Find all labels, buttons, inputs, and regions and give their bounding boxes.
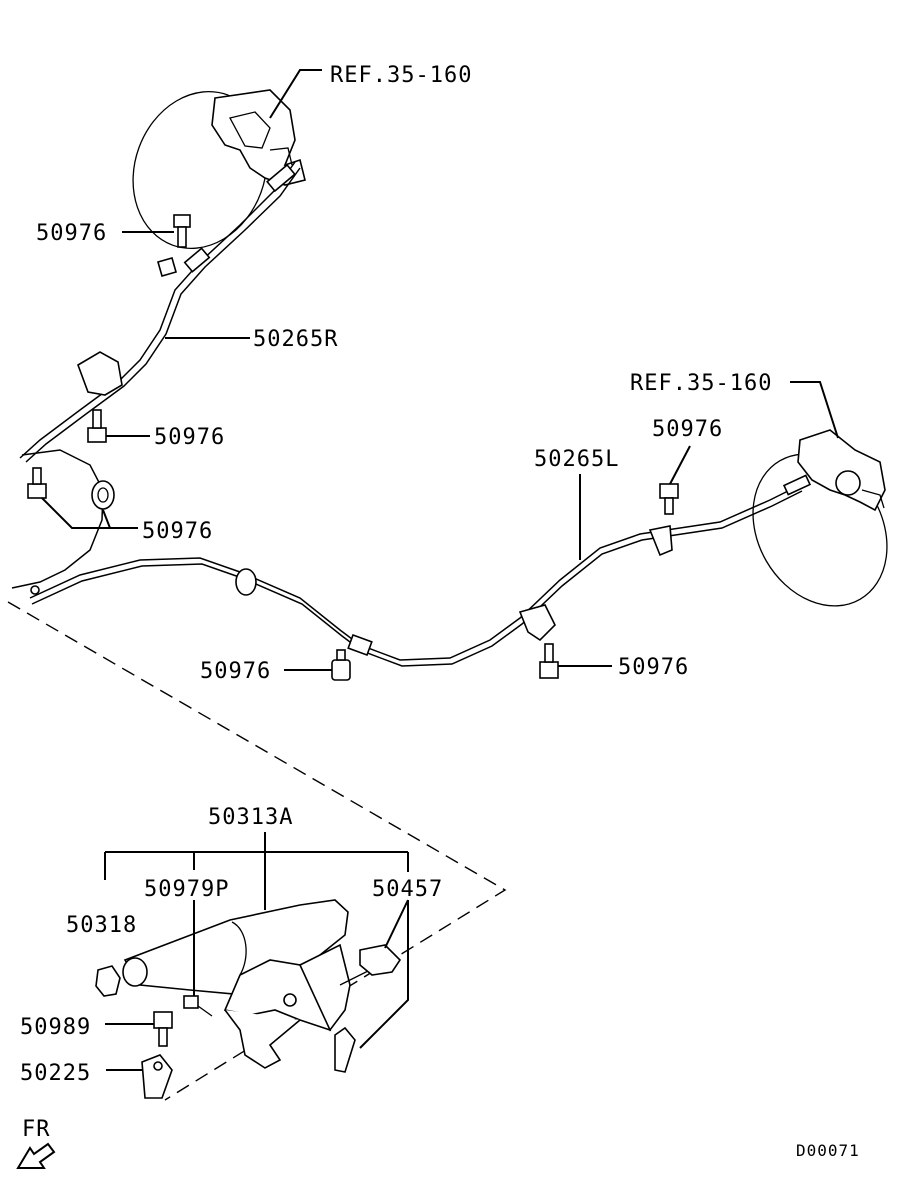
- ref-right-label: REF.35-160: [630, 371, 772, 396]
- bolt-icon: [539, 643, 559, 679]
- bolt-b-label: 50976: [154, 425, 225, 450]
- bolt-a-label: 50976: [36, 221, 107, 246]
- bolt-icon: [153, 1011, 173, 1047]
- cable-right: [11, 161, 301, 595]
- diagram-code: D00071: [796, 1141, 860, 1160]
- bolt-icon: [331, 649, 351, 681]
- rod-label: 50457: [372, 877, 443, 902]
- bolt-f-label: 50976: [618, 655, 689, 680]
- lever-assy-label: 50313A: [208, 805, 293, 830]
- ref-top-leader: [269, 69, 322, 119]
- ref-top-label: REF.35-160: [330, 63, 472, 88]
- grip-label: 50318: [66, 913, 137, 938]
- front-marker-label: FR: [22, 1117, 51, 1142]
- rear-brake-drum-left: [752, 429, 888, 607]
- switch-label: 50979P: [144, 877, 229, 902]
- bolt-icon: [173, 214, 191, 248]
- bolt-lever-label: 50989: [20, 1015, 91, 1040]
- bolt-c-label: 50976: [142, 519, 213, 544]
- bolt-d-label: 50976: [652, 417, 723, 442]
- lever-assy-bracket: [104, 832, 409, 910]
- bolt-icon: [27, 467, 47, 499]
- cable-left-label: 50265L: [534, 447, 619, 472]
- bracket-label: 50225: [20, 1061, 91, 1086]
- front-arrow-icon: [16, 1142, 56, 1169]
- ref-right-leader: [790, 381, 839, 439]
- bolt-icon: [659, 483, 679, 515]
- bolt-e-label: 50976: [200, 659, 271, 684]
- lever-grip-cap: [95, 965, 121, 997]
- cable-left: [29, 474, 812, 667]
- parking-brake-lever: [122, 899, 402, 1073]
- bracket-plate: [141, 1054, 173, 1099]
- clip-icon: [157, 257, 177, 277]
- bolt-icon: [87, 409, 107, 443]
- switch-screw-icon: [183, 995, 213, 1017]
- cable-right-label: 50265R: [253, 327, 338, 352]
- rear-brake-drum-right: [132, 89, 306, 250]
